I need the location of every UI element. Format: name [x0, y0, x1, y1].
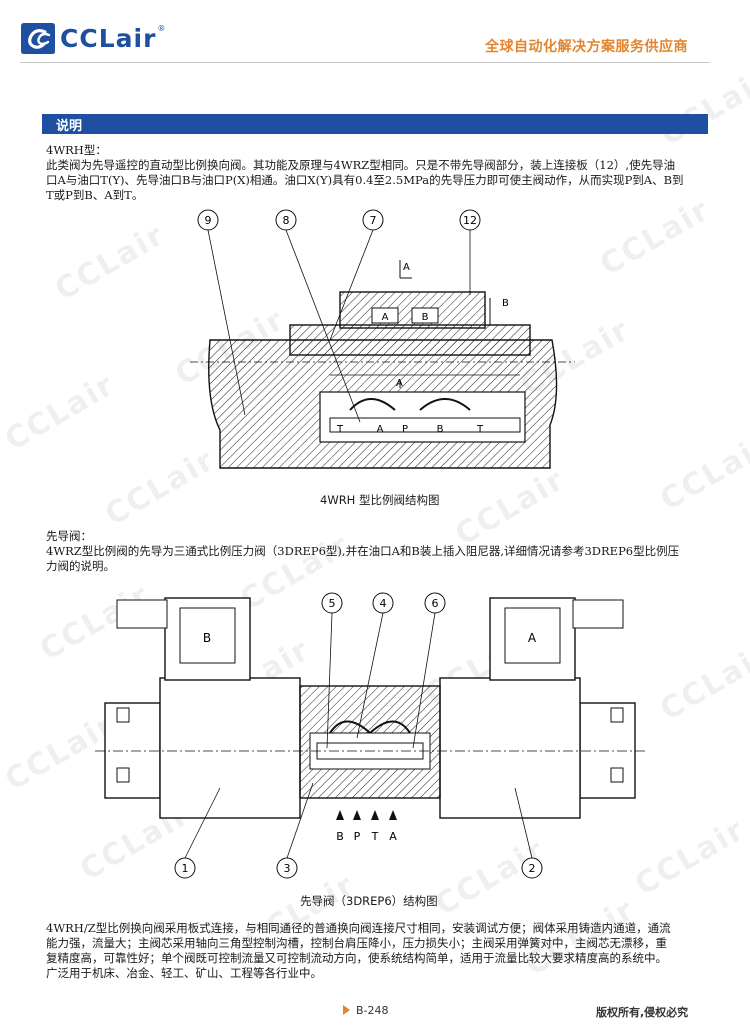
- figure2-port-letter: P: [354, 830, 361, 843]
- figure2-callout: 6: [432, 597, 439, 610]
- watermark: CCLair: [594, 192, 717, 283]
- section-title-bar: 说明: [42, 114, 708, 134]
- figure1-port-letter: A: [377, 424, 384, 435]
- figure2-callout: 4: [380, 597, 387, 610]
- figure1-port-letter: B: [437, 424, 444, 435]
- figure-4wrh-structure: A B T A P B T A A B 9 8 7 12: [190, 209, 575, 469]
- solenoid-b-label: B: [203, 631, 211, 645]
- summary-line: 4WRH/Z型比例换向阀采用板式连接，与相同通径的普通换向阀连接尺寸相同，安装调…: [46, 921, 671, 935]
- footer-arrow-icon: [343, 1005, 350, 1015]
- brand-logo: CCLair ®: [20, 20, 165, 56]
- figure1-section-letter: A: [396, 378, 403, 389]
- figure1-port-letter: T: [336, 424, 344, 435]
- figure1-section-letter: A: [403, 262, 410, 273]
- figure1-callout: 12: [463, 214, 477, 227]
- page-number: B-248: [356, 1004, 389, 1017]
- figure2-port-letter: T: [371, 830, 379, 843]
- watermark: CCLair: [654, 62, 750, 153]
- figure2-port-letter: A: [389, 830, 397, 843]
- pilot-line: 力阀的说明。: [46, 559, 115, 573]
- pilot-line: 4WRZ型比例阀的先导为三通式比例压力阀（3DREP6型),并在油口A和B装上插…: [46, 544, 680, 558]
- watermark: CCLair: [49, 217, 172, 308]
- section-title: 说明: [56, 119, 83, 134]
- figure1-caption: 4WRH 型比例阀结构图: [320, 493, 440, 507]
- page-header: CCLair ® 全球自动化解决方案服务供应商: [0, 0, 750, 63]
- figure1-port-label: B: [422, 312, 429, 323]
- copyright-notice: 版权所有,侵权必究: [596, 1006, 689, 1019]
- figure2-port-letter: B: [336, 830, 344, 843]
- intro-paragraph: 4WRH型： 此类阀为先导遥控的直动型比例换向阀。其功能及原理与4WRZ型相同。…: [46, 143, 708, 203]
- summary-line: 广泛用于机床、冶金、轻工、矿山、工程等各行业中。: [46, 966, 322, 980]
- figure1-port-letter: T: [476, 424, 484, 435]
- header-divider: [20, 62, 710, 63]
- pilot-title: 先导阀：: [46, 529, 92, 543]
- figure1-callout: 7: [370, 214, 377, 227]
- figure2-callout: 3: [284, 862, 291, 875]
- watermark: CCLair: [654, 427, 750, 518]
- solenoid-a-label: A: [528, 631, 537, 645]
- figure2-caption: 先导阀（3DREP6）结构图: [300, 894, 438, 908]
- figure-3drep6-structure: B A B P T A 5 4 6 1 3: [95, 592, 645, 879]
- summary-line: 能力强，流量大；主阀芯采用轴向三角型控制沟槽，控制台肩压降小，压力损失小；主阀采…: [46, 936, 667, 950]
- header-slogan: 全球自动化解决方案服务供应商: [485, 39, 688, 55]
- figure2-callout: 5: [329, 597, 336, 610]
- brand-name: CCLair: [60, 23, 157, 53]
- figure1-callout: 9: [205, 214, 212, 227]
- intro-model-line: 4WRH型：: [46, 143, 107, 157]
- figure2-callout: 2: [529, 862, 536, 875]
- summary-line: 复精度高，可靠性好；单个阀既可控制流量又可控制流动方向，使系统结构简单，适用于流…: [46, 951, 667, 965]
- pilot-paragraph: 先导阀： 4WRZ型比例阀的先导为三通式比例压力阀（3DREP6型),并在油口A…: [46, 529, 708, 574]
- figure1-port-label: A: [382, 312, 389, 323]
- figure1-section-letter: B: [502, 298, 509, 309]
- figure2-callout: 1: [182, 862, 189, 875]
- intro-line: T或P到B、A到T。: [46, 188, 144, 202]
- intro-line: 此类阀为先导遥控的直动型比例换向阀。其功能及原理与4WRZ型相同。只是不带先导阀…: [46, 158, 676, 172]
- registered-mark: ®: [157, 23, 166, 33]
- brand-logo-icon: [21, 23, 55, 54]
- figure1-port-letter: P: [402, 424, 408, 435]
- summary-paragraph: 4WRH/Z型比例换向阀采用板式连接，与相同通径的普通换向阀连接尺寸相同，安装调…: [46, 921, 708, 981]
- watermark: CCLair: [629, 812, 750, 903]
- watermark: CCLair: [0, 367, 122, 458]
- watermark: CCLair: [654, 637, 750, 728]
- intro-line: 口A与油口T(Y)、先导油口B与油口P(X)相通。油口X(Y)具有0.4至2.5…: [46, 173, 684, 187]
- figure1-callout: 8: [283, 214, 290, 227]
